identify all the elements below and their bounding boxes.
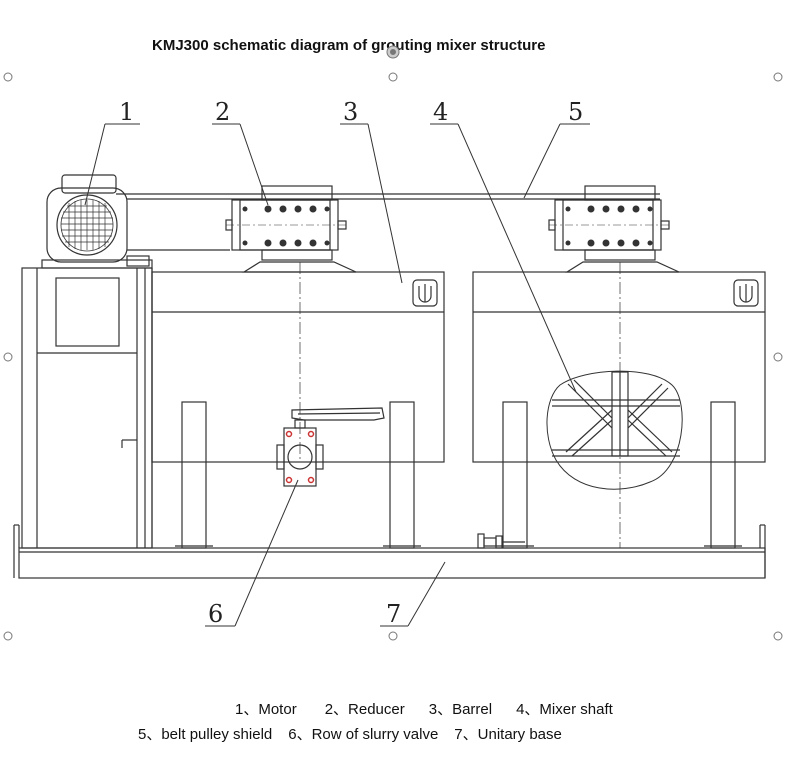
- motor: [41, 174, 153, 269]
- legend-item-barrel: 3、Barrel: [428, 701, 493, 718]
- callout-5: 5: [568, 98, 583, 126]
- barrel-legs: [175, 401, 742, 549]
- mixer-shaft-cutaway: [546, 370, 683, 490]
- legend-item-slurry-valve: 6、Row of slurry valve: [288, 726, 439, 743]
- legend-item-belt-pulley-shield: 5、belt pulley shield: [138, 726, 273, 743]
- motor-stand: [21, 267, 153, 549]
- leader-lines: [84, 123, 590, 627]
- legend-row-2: 5、belt pulley shield 6、Row of slurry valv…: [138, 723, 562, 744]
- callout-6: 6: [208, 600, 223, 628]
- callout-4: 4: [433, 98, 448, 126]
- callout-1: 1: [119, 98, 134, 126]
- drain-bolt: [477, 533, 525, 549]
- legend-item-reducer: 2、Reducer: [324, 701, 405, 718]
- barrel-right: [472, 271, 766, 463]
- legend-item-unitary-base: 7、Unitary base: [454, 726, 562, 743]
- legend-item-mixer-shaft: 4、Mixer shaft: [516, 701, 613, 718]
- diagram-title: KMJ300 schematic diagram of grouting mix…: [152, 37, 546, 54]
- reducer-right: [548, 185, 680, 548]
- legend-row-1: 1、Motor 2、Reducer 3、Barrel 4、Mixer shaft: [235, 698, 613, 719]
- barrel-left: [151, 271, 445, 463]
- callout-2: 2: [215, 98, 230, 126]
- callout-numbers: 1 2 3 4 5 6 7: [119, 98, 583, 628]
- callout-3: 3: [343, 98, 358, 126]
- selection-handles[interactable]: [3, 45, 783, 641]
- callout-7: 7: [386, 600, 401, 628]
- reducer-left: [225, 185, 357, 462]
- legend-item-motor: 1、Motor: [235, 701, 297, 718]
- belt-pulley-shield: [116, 193, 660, 251]
- slurry-valve: [276, 407, 385, 487]
